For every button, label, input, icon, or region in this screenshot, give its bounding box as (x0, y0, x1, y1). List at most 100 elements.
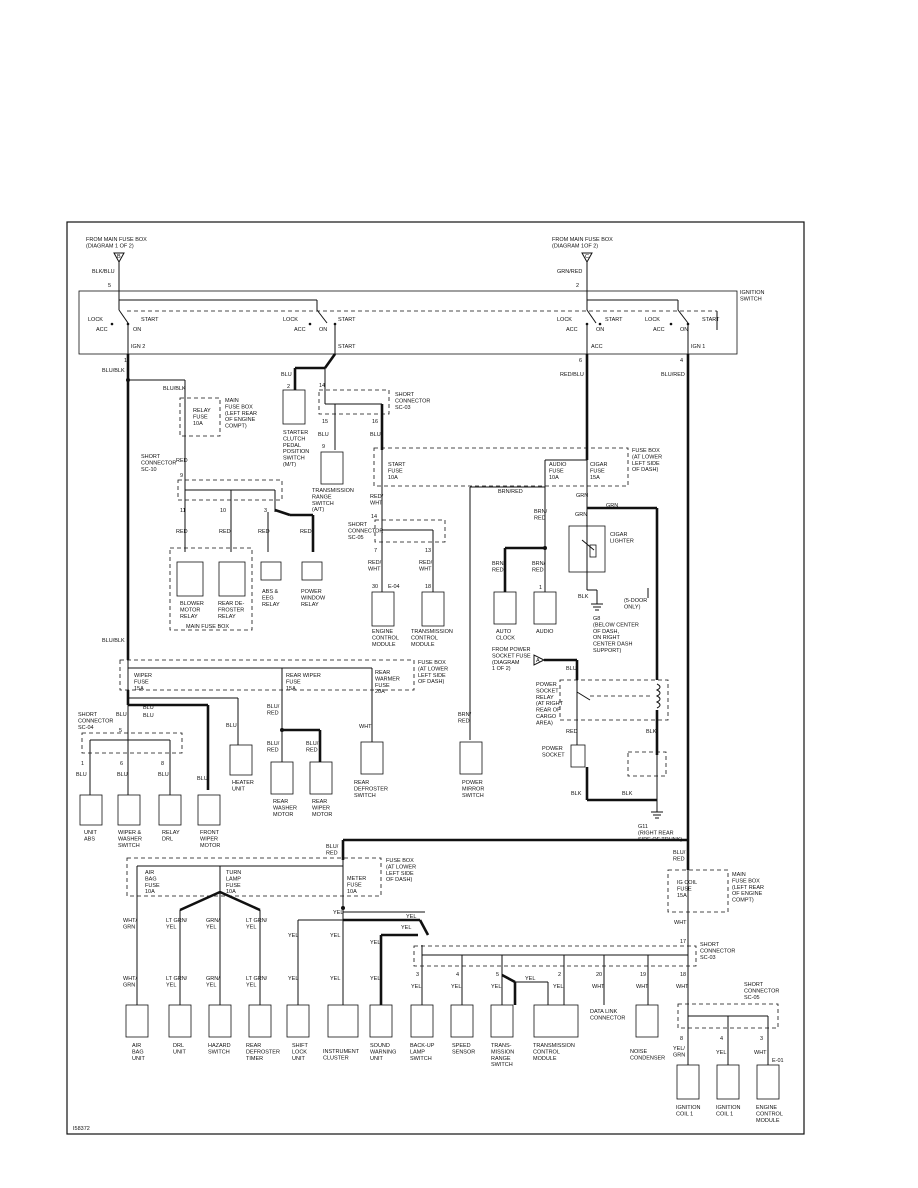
wire-label-blu-12: BLU (197, 776, 208, 782)
switch-start-label-4: START (702, 317, 720, 323)
power-socket-box (570, 744, 586, 768)
switch-lock-label-2: LOCK (283, 317, 298, 323)
figure-id: I58372 (73, 1126, 90, 1132)
ecm-box (371, 591, 395, 627)
wire-label-yel-grn: YEL/GRN (673, 1046, 685, 1058)
switch-acc: LOCK ACC ON START (557, 300, 623, 354)
switch-on-label-3: ON (596, 327, 604, 333)
wire-label-wht: WHT (359, 724, 372, 730)
switch-start: LOCK ACC ON START (283, 300, 356, 354)
coil-2-box (716, 1064, 740, 1100)
main-fuse-box-caption: MAIN FUSE BOX (186, 624, 229, 630)
sc10-pin-9: 9 (180, 473, 183, 479)
speed-sensor-box (450, 1004, 474, 1038)
sc05-pin-14: 14 (371, 514, 377, 520)
wire-label-yel-5: YEL (330, 933, 340, 939)
wire-label-red-2: RED (176, 529, 188, 535)
wire-label-yel-15: YEL (716, 1050, 726, 1056)
sc04-pin-6: 6 (120, 761, 123, 767)
wire-label-blu-blk-2: BLU/BLK (102, 638, 125, 644)
wire-label-grn-3: GRN (575, 512, 587, 518)
sc03b-pin-17: 17 (680, 939, 686, 945)
relay-fuse-box (179, 397, 221, 437)
ign-pin-4: 4 (680, 358, 683, 364)
ign-pin-2: 2 (576, 283, 579, 289)
fuse-box-b-outline (119, 659, 415, 691)
starter-pin-9: 9 (322, 444, 325, 450)
sc05b-pin-3: 3 (760, 1036, 763, 1042)
sc05b-pin-4: 4 (720, 1036, 723, 1042)
wire-label-wht-3: WHT (592, 984, 605, 990)
short-sc03b-box (413, 945, 697, 967)
wire-label-grn-2: GRN (606, 503, 618, 509)
switch-on-label: ON (133, 327, 141, 333)
rear-def-timer-box (248, 1004, 272, 1038)
switch-start-label-2: START (338, 317, 356, 323)
sc03b-pin-4: 4 (456, 972, 459, 978)
short-sc05b-box (677, 1003, 779, 1029)
sc03b-pin-2: 2 (558, 972, 561, 978)
cigar-element (589, 544, 597, 558)
power-socket-arrow (533, 654, 546, 666)
unit-abs-box (79, 794, 103, 826)
out-ign2-label: IGN 2 (131, 344, 145, 350)
wire-in-right-label: GRN/RED (557, 269, 582, 275)
sc10-pin-10: 10 (220, 508, 226, 514)
backup-switch-box (410, 1004, 434, 1038)
switch-ign1: LOCK ACC ON START (645, 300, 720, 354)
source-left-tag: B (117, 254, 121, 260)
wire-label-yel: YEL (333, 910, 343, 916)
ecm-bottom-box (756, 1064, 780, 1100)
starter-clutch-switch-box (282, 389, 306, 425)
starter-pin-14: 14 (319, 383, 325, 389)
switch-on-label-4: ON (680, 327, 688, 333)
sc04-pin-5: 5 (119, 728, 122, 734)
ecm-bottom-ref: E-01 (772, 1058, 784, 1064)
wire-label-grn: GRN (576, 493, 588, 499)
wire-label-wht-grn-2: WHT/GRN (123, 976, 138, 988)
wire-label-red-3: RED (219, 529, 231, 535)
sc04-pin-8: 8 (161, 761, 164, 767)
coil-1-box (676, 1064, 700, 1100)
ignition-switch-box (78, 290, 738, 355)
tcm-box (421, 591, 445, 627)
wire-label-lt-grn-yel: LT GRN/YEL (166, 918, 188, 930)
diagram-frame (66, 221, 805, 1135)
source-right-label: FROM MAIN FUSE BOX(DIAGRAM 1OF 2) (552, 237, 613, 249)
rear-defroster-relay-box (218, 561, 246, 597)
wire-label-grn-yel: GRN/YEL (206, 918, 220, 930)
sc10-pin-11: 11 (180, 508, 186, 514)
tcm-bottom-box (533, 1004, 579, 1038)
switch-ign2: LOCK ACC ON START (88, 300, 159, 354)
wire-label-yel-9: YEL (370, 976, 380, 982)
wire-label-yel-10: YEL (411, 984, 421, 990)
